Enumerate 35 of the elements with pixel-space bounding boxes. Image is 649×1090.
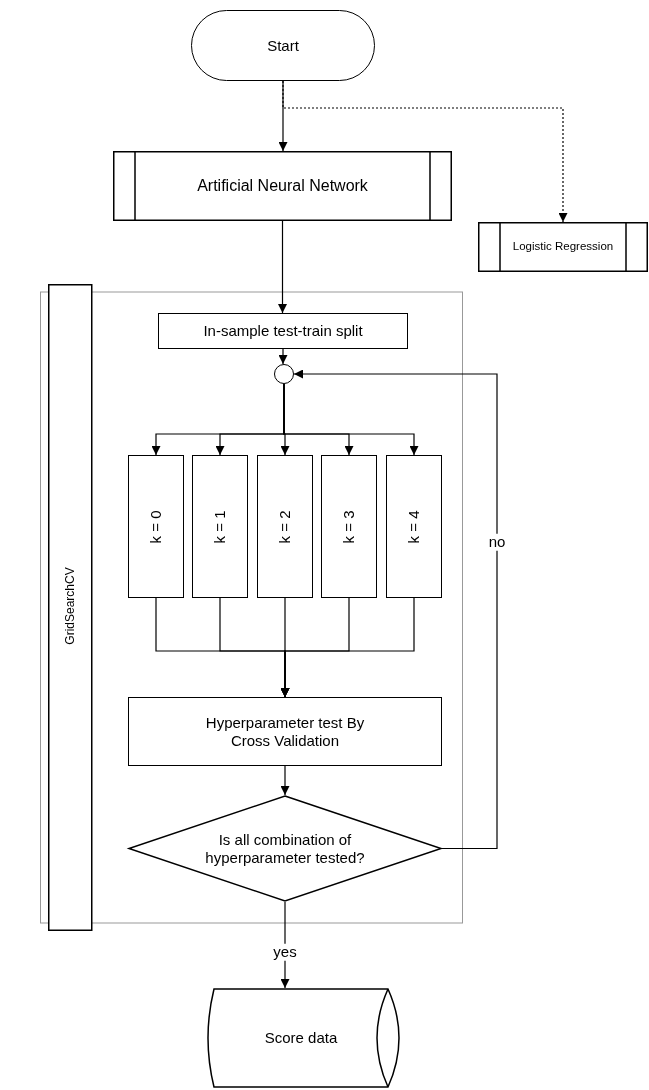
fold-box: [128, 455, 184, 598]
fold-box: [192, 455, 248, 598]
arrow: [278, 220, 287, 314]
arrow: [278, 348, 288, 365]
decision-diamond: [128, 795, 442, 902]
edge-label: yes: [271, 943, 299, 961]
fold-label: k = 2: [276, 510, 294, 543]
group-label: GridSearchCV: [62, 567, 78, 645]
fold-label: k = 3: [340, 510, 358, 543]
connector-circle: [274, 364, 294, 384]
fold-label: k = 4: [405, 510, 423, 543]
arrow: [283, 383, 419, 456]
predefined-process-box: [478, 222, 648, 272]
predefined-process-box: [113, 151, 452, 221]
box-label: Start: [267, 36, 299, 55]
fold-label: k = 1: [211, 510, 229, 543]
grid-search-group: [40, 284, 463, 931]
box-label: Score data: [264, 1029, 338, 1047]
arrow: [278, 80, 288, 152]
fold-box: [321, 455, 377, 598]
box-label: In-sample test-train split: [203, 322, 363, 340]
arrow: [293, 369, 498, 850]
fold-box: [386, 455, 442, 598]
dashed-arrow: [282, 80, 568, 223]
fold-label: k = 0: [147, 510, 165, 543]
decision-label: Is all combination of hyperparameter tested?: [204, 830, 366, 867]
box-label: Logistic Regression: [512, 240, 614, 254]
edge-label: no: [486, 533, 508, 551]
process-box: [128, 697, 442, 766]
process-box: [158, 313, 408, 349]
box-label: Hyperparameter test By Cross Validation: [204, 713, 366, 750]
fold-box: [257, 455, 313, 598]
box-label: Artificial Neural Network: [197, 176, 368, 196]
arrow: [280, 765, 290, 796]
arrow: [280, 597, 415, 698]
